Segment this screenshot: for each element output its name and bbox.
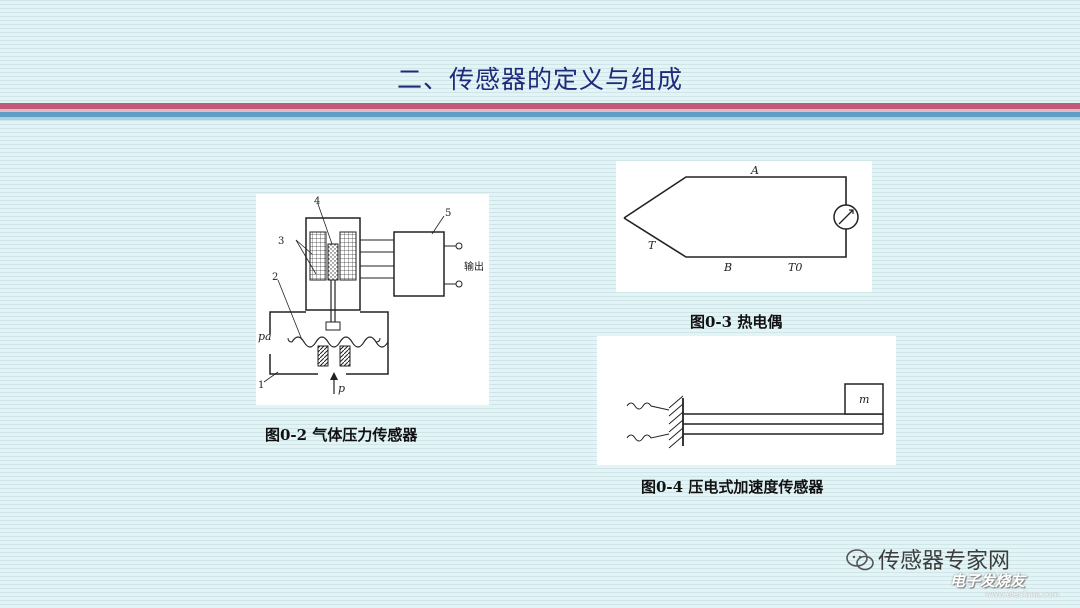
figure-piezo-accelerometer: m bbox=[597, 336, 896, 465]
label-a: A bbox=[750, 164, 759, 177]
label-part-3: 3 bbox=[278, 236, 284, 247]
watermark-site: 电子发烧友 bbox=[950, 572, 1026, 590]
figure-gas-pressure-sensor: 输出 4 3 2 1 5 pa p bbox=[256, 194, 489, 405]
watermark-account: 传感器专家网 bbox=[846, 543, 1010, 575]
label-t: T bbox=[648, 239, 657, 252]
caption-figure-0-4: 图0-4 压电式加速度传感器 bbox=[641, 478, 824, 496]
header-stripe-pink bbox=[0, 109, 1080, 112]
gas-pressure-sensor-diagram: 输出 4 3 2 1 5 pa p bbox=[258, 196, 484, 395]
wechat-icon bbox=[846, 549, 874, 571]
label-output: 输出 bbox=[464, 260, 484, 273]
label-part-5: 5 bbox=[445, 208, 451, 219]
label-part-1: 1 bbox=[258, 380, 264, 391]
caption-figure-0-3: 图0-3 热电偶 bbox=[690, 313, 783, 331]
watermark-account-name: 传感器专家网 bbox=[878, 549, 1011, 574]
mass-block bbox=[844, 383, 884, 415]
figure-thermocouple: A T B T0 bbox=[616, 161, 872, 292]
slide-title: 二、传感器的定义与组成 bbox=[396, 65, 683, 94]
thermocouple-diagram: A T B T0 bbox=[623, 164, 859, 274]
caption-figure-0-2: 图0-2 气体压力传感器 bbox=[265, 426, 418, 444]
header-stripe-lightblue bbox=[0, 117, 1080, 120]
piezo-accelerometer-diagram: m bbox=[626, 383, 884, 449]
label-part-2: 2 bbox=[272, 272, 278, 283]
header-stripe-red bbox=[0, 103, 1080, 109]
label-1-part-4: 4 bbox=[314, 196, 320, 207]
header-stripe-blue bbox=[0, 112, 1080, 117]
label-b: B bbox=[723, 261, 732, 274]
label-pa: pa bbox=[258, 330, 272, 343]
watermark-url: www.elecfans.com bbox=[985, 590, 1060, 599]
label-p: p bbox=[338, 382, 345, 395]
label-m: m bbox=[859, 393, 869, 406]
label-t0: T0 bbox=[788, 261, 802, 274]
